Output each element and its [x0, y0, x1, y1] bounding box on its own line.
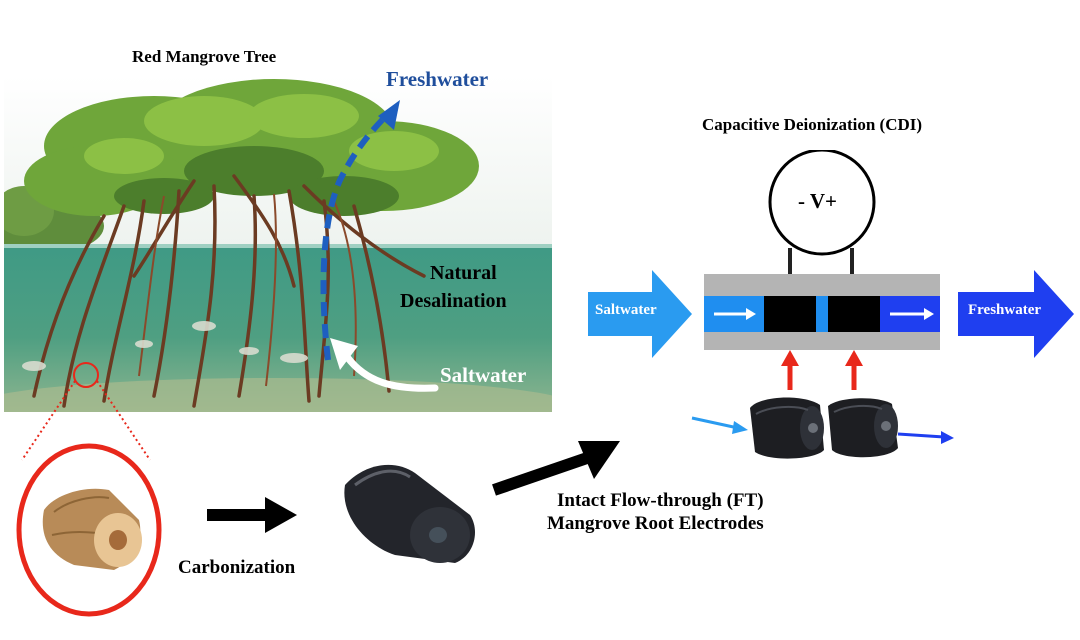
- natural-desalination-line2: Desalination: [400, 290, 507, 312]
- cdi-title: Capacitive Deionization (CDI): [702, 115, 923, 134]
- root-cross-section: [16, 443, 162, 617]
- cdi-freshwater-label: Freshwater: [968, 302, 1042, 318]
- natural-desalination-line1: Natural: [430, 262, 497, 284]
- electrode-arrow: [492, 441, 620, 496]
- cdi-diagram: [588, 150, 1074, 459]
- electrodes-label-line2: Mangrove Root Electrodes: [547, 513, 764, 534]
- freshwater-label-top: Freshwater: [386, 67, 489, 91]
- saltwater-curved-arrow: [330, 338, 439, 392]
- saltwater-photo-label: Saltwater: [440, 363, 527, 387]
- tree-title: Red Mangrove Tree: [132, 47, 277, 66]
- carbonization-label: Carbonization: [178, 557, 296, 578]
- carbonization-arrow: [207, 497, 297, 533]
- electrodes-label-line1: Intact Flow-through (FT): [557, 490, 764, 511]
- cdi-saltwater-label: Saltwater: [595, 302, 657, 318]
- carbonized-root: [344, 464, 475, 563]
- voltage-label: - V+: [798, 189, 837, 213]
- freshwater-dashed-arrow: [320, 100, 400, 361]
- zoom-connector: [21, 362, 151, 461]
